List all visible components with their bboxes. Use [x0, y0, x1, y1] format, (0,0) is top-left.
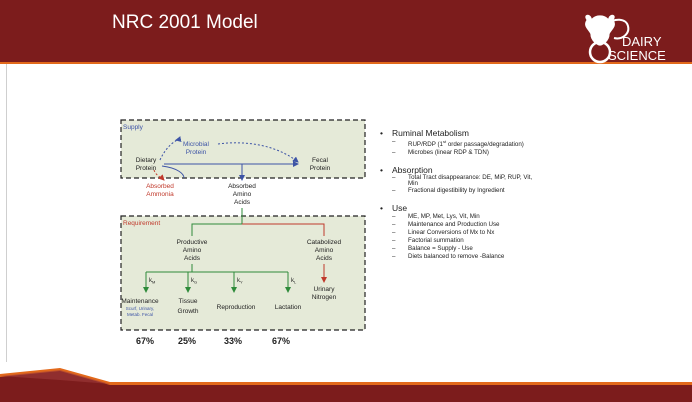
supply-label: Supply	[123, 124, 144, 131]
tissue-growth-line2: Growth	[178, 308, 199, 315]
dietary-protein-line1: Dietary	[136, 157, 157, 164]
aa-to-catabolized-line	[242, 223, 325, 236]
productive-aa-line2: Amino	[183, 247, 202, 254]
dairy-science-logo: DAIRY SCIENCE	[584, 14, 666, 64]
absorbed-ammonia-line1: Absorbed	[146, 183, 174, 190]
k-label-growth: kG	[191, 278, 197, 285]
sub-bullet: –Linear Conversions of Mx to Nx	[392, 229, 495, 237]
left-rule	[6, 64, 7, 364]
microbial-protein-line1: Microbial	[183, 141, 210, 148]
sub-bullet: –Maintenance and Production Use	[392, 221, 500, 229]
maintenance-sub-line1: Scurf, Urinary,	[126, 306, 154, 311]
reproduction-label: Reproduction	[217, 304, 256, 311]
bullet-ruminal-metabolism: •Ruminal Metabolism	[380, 128, 469, 138]
percent-maintenance: 67%	[136, 336, 155, 346]
catabolized-aa-line2: Amino	[315, 247, 334, 254]
urinary-nitrogen-line1: Urinary	[314, 286, 336, 293]
diet-to-microbial-arrow	[159, 136, 182, 161]
protein-flow-diagram: Supply Microbial Protein Dietary Protein…	[120, 119, 366, 331]
sub-bullet: –Fractional digestibility by Ingredient	[392, 187, 505, 195]
logo-text-science: SCIENCE	[608, 48, 666, 63]
lactation-label: Lactation	[275, 304, 302, 311]
diet-to-ammonia-arrow	[153, 169, 165, 181]
productive-aa-line3: Acids	[184, 255, 201, 262]
absorbed-aa-line3: Acids	[234, 199, 251, 206]
sub-bullet: –Diets balanced to remove -Balance	[392, 253, 505, 261]
bullet-use: •Use	[380, 203, 408, 214]
k-label-maintenance: kM	[149, 278, 155, 285]
sub-bullet: –Total Tract disappearance: DE, MiP, RUP…	[392, 174, 533, 188]
catabolized-aa-line3: Acids	[316, 255, 333, 262]
sub-bullet: –Balance = Supply - Use	[392, 245, 473, 253]
maintenance-label: Maintenance	[121, 298, 159, 305]
sub-bullet: –Factorial summation	[392, 237, 464, 245]
maintenance-sub-line2: Metab. Fecal	[127, 312, 153, 317]
logo-text-dairy: DAIRY	[622, 34, 662, 49]
absorbed-ammonia-line2: Ammonia	[146, 191, 174, 198]
productive-aa-line1: Productive	[177, 239, 208, 246]
slide-footer	[0, 362, 692, 402]
microbial-protein-line2: Protein	[186, 149, 207, 156]
diet-to-absorbed-path	[161, 165, 185, 179]
requirement-box	[120, 215, 366, 331]
aa-to-productive-line	[191, 208, 243, 236]
slide-title: NRC 2001 Model	[112, 12, 258, 33]
percent-lactation: 67%	[272, 336, 291, 346]
urinary-nitrogen-line2: Nitrogen	[312, 294, 337, 301]
header-accent-line	[0, 62, 692, 64]
catabolized-aa-line1: Catabolized	[307, 239, 342, 246]
percent-reproduction: 33%	[224, 336, 243, 346]
sub-bullet: –ME, MP, Met, Lys, Vit, Min	[392, 213, 480, 221]
requirement-label: Requirement	[123, 220, 160, 227]
sub-bullet: –RUP/RDP (1st order passage/degradation)	[392, 138, 524, 149]
bullet-absorption: •Absorption	[380, 165, 433, 176]
bullet-list: •Ruminal Metabolism –RUP/RDP (1st order …	[380, 128, 680, 261]
fecal-protein-line2: Protein	[310, 165, 331, 172]
absorbed-aa-line1: Absorbed	[228, 183, 256, 190]
slide-header: NRC 2001 Model	[0, 0, 692, 62]
dietary-protein-line2: Protein	[136, 165, 157, 172]
percent-growth: 25%	[178, 336, 197, 346]
k-label-reproduction: kY	[237, 278, 243, 285]
absorbed-aa-line2: Amino	[233, 191, 252, 198]
tissue-growth-line1: Tissue	[179, 298, 198, 305]
k-label-lactation: kL	[291, 278, 297, 285]
fecal-protein-line1: Fecal	[312, 157, 328, 164]
sub-bullet: –Microbes (linear RDP & TDN)	[392, 149, 489, 157]
microbial-to-fecal-arrow	[217, 142, 299, 163]
